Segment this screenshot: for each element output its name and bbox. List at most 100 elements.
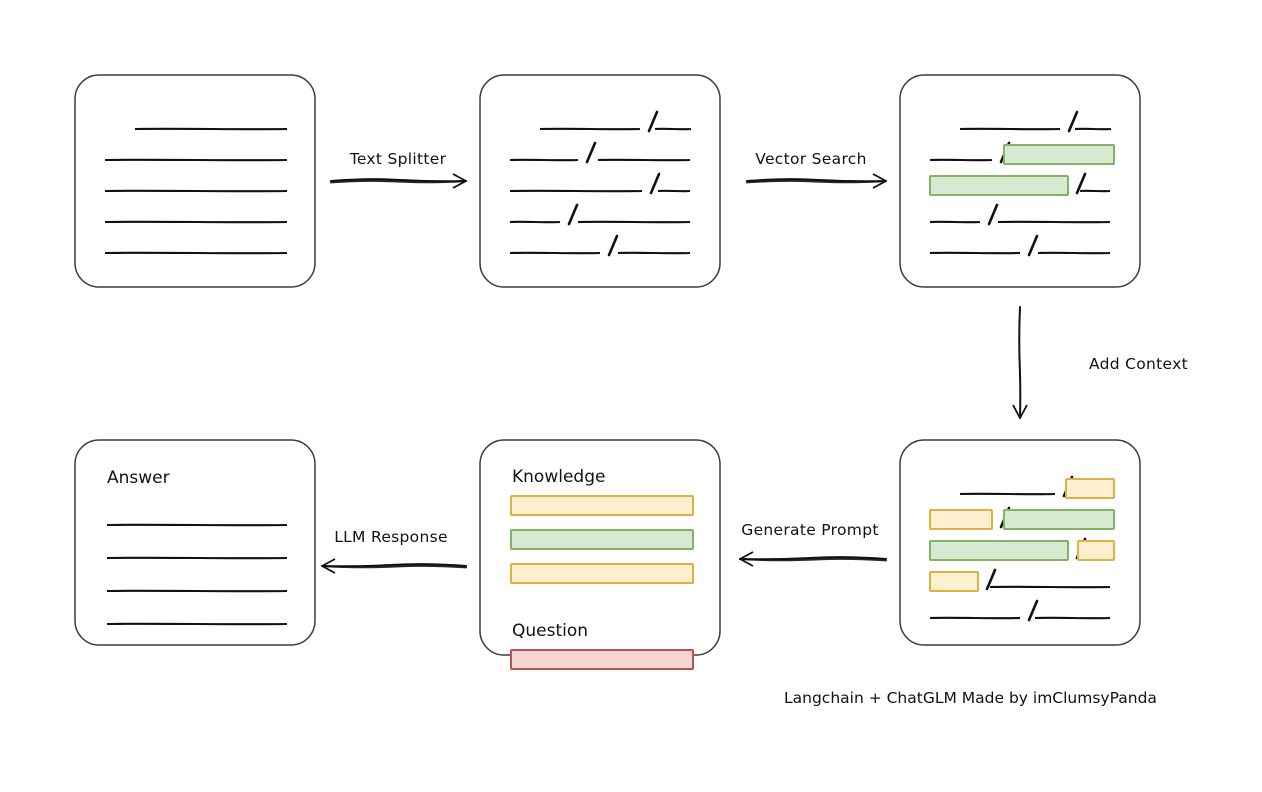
chunk-row	[104, 220, 288, 224]
edge-line-shadow-llm-response	[321, 564, 467, 569]
text-line	[509, 220, 561, 224]
edge-line-add-context	[1018, 306, 1022, 419]
chunk-row	[509, 234, 691, 257]
arrowhead-add-context	[1012, 404, 1028, 419]
slash-glyph	[987, 203, 999, 226]
slash-glyph	[1075, 172, 1087, 195]
text-line	[597, 158, 691, 162]
chunk-row	[959, 110, 1112, 133]
text-line	[509, 158, 579, 162]
source-document-frame	[74, 74, 316, 288]
text-line	[577, 220, 691, 224]
chunk-row	[106, 523, 288, 527]
chunk-row	[104, 189, 288, 193]
text-line	[929, 158, 993, 162]
slash-glyph	[567, 203, 579, 226]
chunk-row	[104, 158, 288, 162]
text-line	[657, 189, 691, 193]
chunk-row	[509, 203, 691, 226]
footer-credit: Langchain + ChatGLM Made by imClumsyPand…	[784, 689, 1157, 707]
chunk-row	[509, 141, 691, 164]
slash-glyph	[649, 172, 661, 195]
text-line	[617, 251, 691, 255]
context-chunk-bar	[929, 509, 993, 530]
answer-frame	[74, 439, 316, 646]
text-line	[104, 158, 288, 162]
edge-line-shadow-vector-search	[746, 179, 887, 184]
section-heading: Question	[512, 621, 588, 641]
answer-title: Answer	[107, 468, 170, 488]
chunk-row	[106, 556, 288, 560]
edge-label-generate-prompt: Generate Prompt	[741, 521, 878, 539]
arrowhead-text-splitter	[452, 173, 467, 189]
slash-glyph	[1067, 110, 1079, 133]
text-line	[989, 585, 1111, 589]
chunk-row	[104, 251, 288, 255]
text-line	[104, 189, 288, 193]
text-line	[1079, 189, 1111, 193]
chunk-row	[929, 599, 1111, 622]
question-bar	[510, 649, 694, 670]
edge-text-splitter[interactable]: Text Splitter	[330, 150, 467, 189]
knowledge-yellow-bar	[510, 495, 694, 516]
slash-glyph	[647, 110, 659, 133]
chunk-row	[539, 110, 692, 133]
edge-label-llm-response: LLM Response	[334, 528, 448, 546]
slash-separator	[1027, 234, 1039, 257]
edge-generate-prompt[interactable]: Generate Prompt	[739, 521, 887, 567]
text-line	[106, 589, 288, 593]
text-line	[509, 251, 601, 255]
context-chunk-bar	[1077, 540, 1115, 561]
text-line	[106, 523, 288, 527]
knowledge-green-bar	[510, 529, 694, 550]
arrowhead-vector-search	[872, 173, 887, 189]
chunk-row	[929, 141, 1115, 165]
matched-chunk-bar	[929, 175, 1069, 196]
matched-chunk-bar	[929, 540, 1069, 561]
slash-separator	[1075, 172, 1087, 195]
text-line	[929, 251, 1021, 255]
slash-glyph	[1027, 234, 1039, 257]
slash-separator	[985, 568, 997, 591]
text-line	[106, 556, 288, 560]
edge-vector-search[interactable]: Vector Search	[746, 150, 887, 189]
text-line	[929, 616, 1021, 620]
edge-llm-response[interactable]: LLM Response	[321, 528, 467, 574]
chunk-row	[929, 203, 1111, 226]
matched-chunk-bar	[1003, 509, 1115, 530]
answer-box[interactable]: Answer	[74, 439, 316, 646]
vector-matched-chunks-box[interactable]	[899, 74, 1141, 288]
edge-label-add-context: Add Context	[1089, 355, 1188, 373]
edge-add-context[interactable]: Add Context	[1012, 306, 1188, 419]
text-line	[959, 492, 1056, 496]
slash-separator	[567, 203, 579, 226]
split-chunks-frame	[479, 74, 721, 288]
chunk-row	[134, 127, 288, 131]
text-line	[959, 127, 1061, 131]
chunk-row	[509, 172, 691, 195]
edge-label-text-splitter: Text Splitter	[349, 150, 447, 168]
source-document-box[interactable]	[74, 74, 316, 288]
chunk-row	[106, 589, 288, 593]
slash-separator	[647, 110, 659, 133]
context-with-history-box[interactable]	[899, 439, 1141, 646]
arrowhead-llm-response	[321, 558, 336, 574]
split-chunks-box[interactable]	[479, 74, 721, 288]
knowledge-yellow-bar	[510, 563, 694, 584]
edge-label-vector-search: Vector Search	[755, 150, 866, 168]
chunk-row	[929, 506, 1115, 530]
edge-line-shadow-generate-prompt	[739, 557, 887, 562]
slash-separator	[1067, 110, 1079, 133]
chunk-row	[929, 234, 1111, 257]
text-line	[929, 220, 981, 224]
chunk-row	[929, 568, 1111, 592]
chunk-row	[929, 537, 1115, 561]
text-line	[1074, 127, 1112, 131]
arrowhead-generate-prompt	[739, 551, 754, 567]
slash-glyph	[585, 141, 597, 164]
slash-glyph	[607, 234, 619, 257]
text-line	[1034, 616, 1111, 620]
